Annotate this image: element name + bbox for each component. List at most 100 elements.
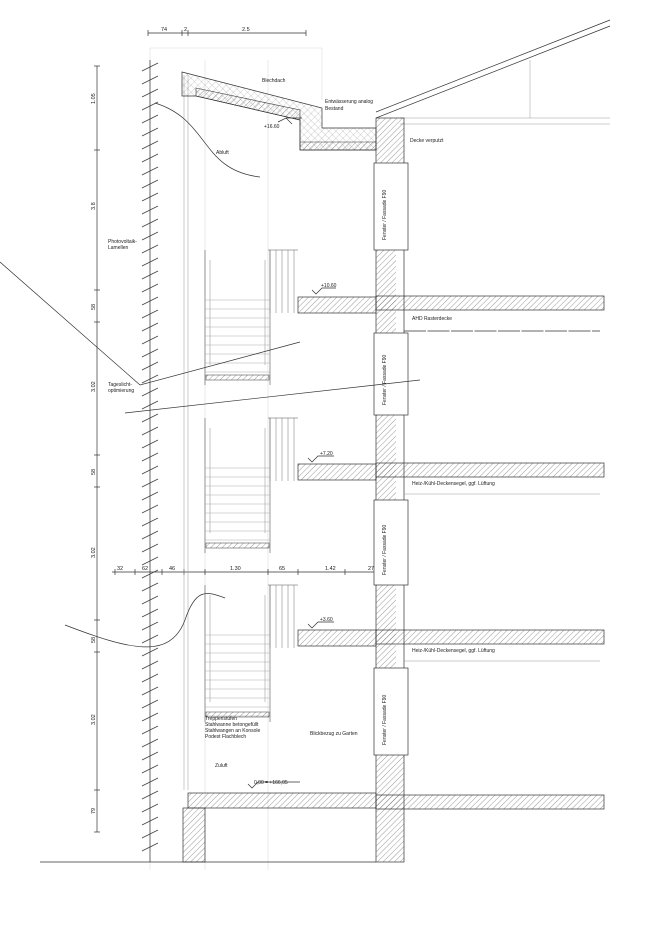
roof-level-label: +16.60 xyxy=(264,124,280,130)
svg-text:Fenster / Fassade F90: Fenster / Fassade F90 xyxy=(382,524,388,575)
lamella xyxy=(141,387,159,397)
dim-label: 3.02 xyxy=(91,547,97,558)
window: Fenster / Fassade F90 xyxy=(373,332,409,416)
windows: Fenster / Fassade F90 Fenster / Fassade … xyxy=(373,162,409,756)
lamella xyxy=(141,556,159,566)
dim-label: 2 xyxy=(184,27,187,33)
lamella xyxy=(141,465,159,475)
dim-label: 32 xyxy=(117,566,123,572)
lamella xyxy=(141,439,159,449)
lamella xyxy=(141,309,159,319)
stair-landing xyxy=(205,542,270,549)
dim-label: 58 xyxy=(91,469,97,475)
dim-label: 74 xyxy=(161,27,167,33)
drainage-label: Entwässerung analog xyxy=(325,99,373,105)
lamella xyxy=(141,764,159,774)
lamella xyxy=(141,829,159,839)
lamella xyxy=(141,686,159,696)
lamella xyxy=(141,530,159,540)
dim-label: 3.02 xyxy=(91,381,97,392)
roof: Blechdach Entwässerung analog Bestand +1… xyxy=(181,19,611,151)
dim-label: 3.8 xyxy=(91,202,97,210)
level-label: +3.60 xyxy=(320,617,333,623)
lamella xyxy=(141,660,159,670)
window: Fenster / Fassade F90 xyxy=(373,499,409,586)
lamella xyxy=(141,361,159,371)
lamella xyxy=(141,335,159,345)
lamella xyxy=(141,348,159,358)
lamella xyxy=(141,257,159,267)
lamella xyxy=(141,218,159,228)
stair-landing xyxy=(205,711,270,718)
window: Fenster / Fassade F90 xyxy=(373,162,409,251)
pv-lamellae-facade xyxy=(141,60,189,862)
svg-text:Fenster / Fassade F90: Fenster / Fassade F90 xyxy=(382,694,388,745)
lamella xyxy=(141,751,159,761)
pv-label: Photovoltaik- xyxy=(108,239,137,245)
lamella xyxy=(141,374,159,384)
lamella xyxy=(141,413,159,423)
dim-label: 79 xyxy=(91,808,97,814)
supply-arrow xyxy=(64,593,226,648)
lamella xyxy=(141,270,159,280)
lamella xyxy=(141,790,159,800)
lamella xyxy=(141,595,159,605)
lamella xyxy=(141,205,159,215)
stairs-note: Stahlwanne betongefüllt xyxy=(205,722,259,728)
exhaust-label: Abluft xyxy=(216,150,229,156)
lamella xyxy=(141,153,159,163)
heating-label: Heiz-/Kühl-Deckensegel, ggf. Lüftung xyxy=(412,648,495,654)
lamella xyxy=(141,88,159,98)
dim-label: 3.02 xyxy=(91,714,97,725)
stair-landing xyxy=(205,374,270,381)
window: Fenster / Fassade F90 xyxy=(373,667,409,756)
lamella xyxy=(141,647,159,657)
pv-label: Lamellen xyxy=(108,245,129,251)
lamella xyxy=(141,166,159,176)
lamella xyxy=(141,842,159,852)
existing-floor-slabs: Decke verputzt AHD Rasterdecke Heiz-/Küh… xyxy=(375,138,605,810)
lamella xyxy=(141,608,159,618)
roof-material-label: Blechdach xyxy=(262,78,286,84)
dim-label: 1.30 xyxy=(230,566,241,572)
guide-lines xyxy=(149,47,323,870)
lamella xyxy=(141,283,159,293)
lamella xyxy=(141,634,159,644)
lamella xyxy=(141,738,159,748)
drainage-label: Bestand xyxy=(325,106,344,112)
top-dimension-line: 74 2 2.5 xyxy=(147,27,307,36)
lamella xyxy=(141,452,159,462)
heating-label: Heiz-/Kühl-Deckensegel, ggf. Lüftung xyxy=(412,481,495,487)
stairs-note: Stahlwangen an Konsole xyxy=(205,728,261,734)
lamella xyxy=(141,543,159,553)
daylight-arrow xyxy=(0,261,301,386)
lamella xyxy=(141,816,159,826)
lamella xyxy=(141,582,159,592)
stairs-note: Treppenstufen xyxy=(205,716,237,722)
dim-label: 1.42 xyxy=(325,566,336,572)
dim-label: 1.05 xyxy=(91,93,97,104)
ground-slab: 0,00 = +166,05 xyxy=(40,780,377,863)
daylight-label: Tageslicht- xyxy=(108,382,132,388)
lamella xyxy=(141,712,159,722)
supply-label: Zuluft xyxy=(215,763,228,769)
lamella xyxy=(141,75,159,85)
stairs xyxy=(204,249,298,722)
dim-label: 62 xyxy=(142,566,148,572)
dim-label: 58 xyxy=(91,637,97,643)
ground-level-label: 0,00 = +166,05 xyxy=(254,780,288,786)
daylight-label: optimierung xyxy=(108,388,134,394)
lamella xyxy=(141,296,159,306)
lamella xyxy=(141,231,159,241)
lamella xyxy=(141,114,159,124)
lamella xyxy=(141,504,159,514)
lamella xyxy=(141,621,159,631)
lamella xyxy=(141,673,159,683)
lamella xyxy=(141,62,159,72)
view-label: Blickbezug zu Garten xyxy=(310,731,358,737)
level-label: +7.20 xyxy=(320,451,333,457)
lamella xyxy=(141,478,159,488)
dim-label: 27 xyxy=(368,566,374,572)
lamella xyxy=(141,127,159,137)
